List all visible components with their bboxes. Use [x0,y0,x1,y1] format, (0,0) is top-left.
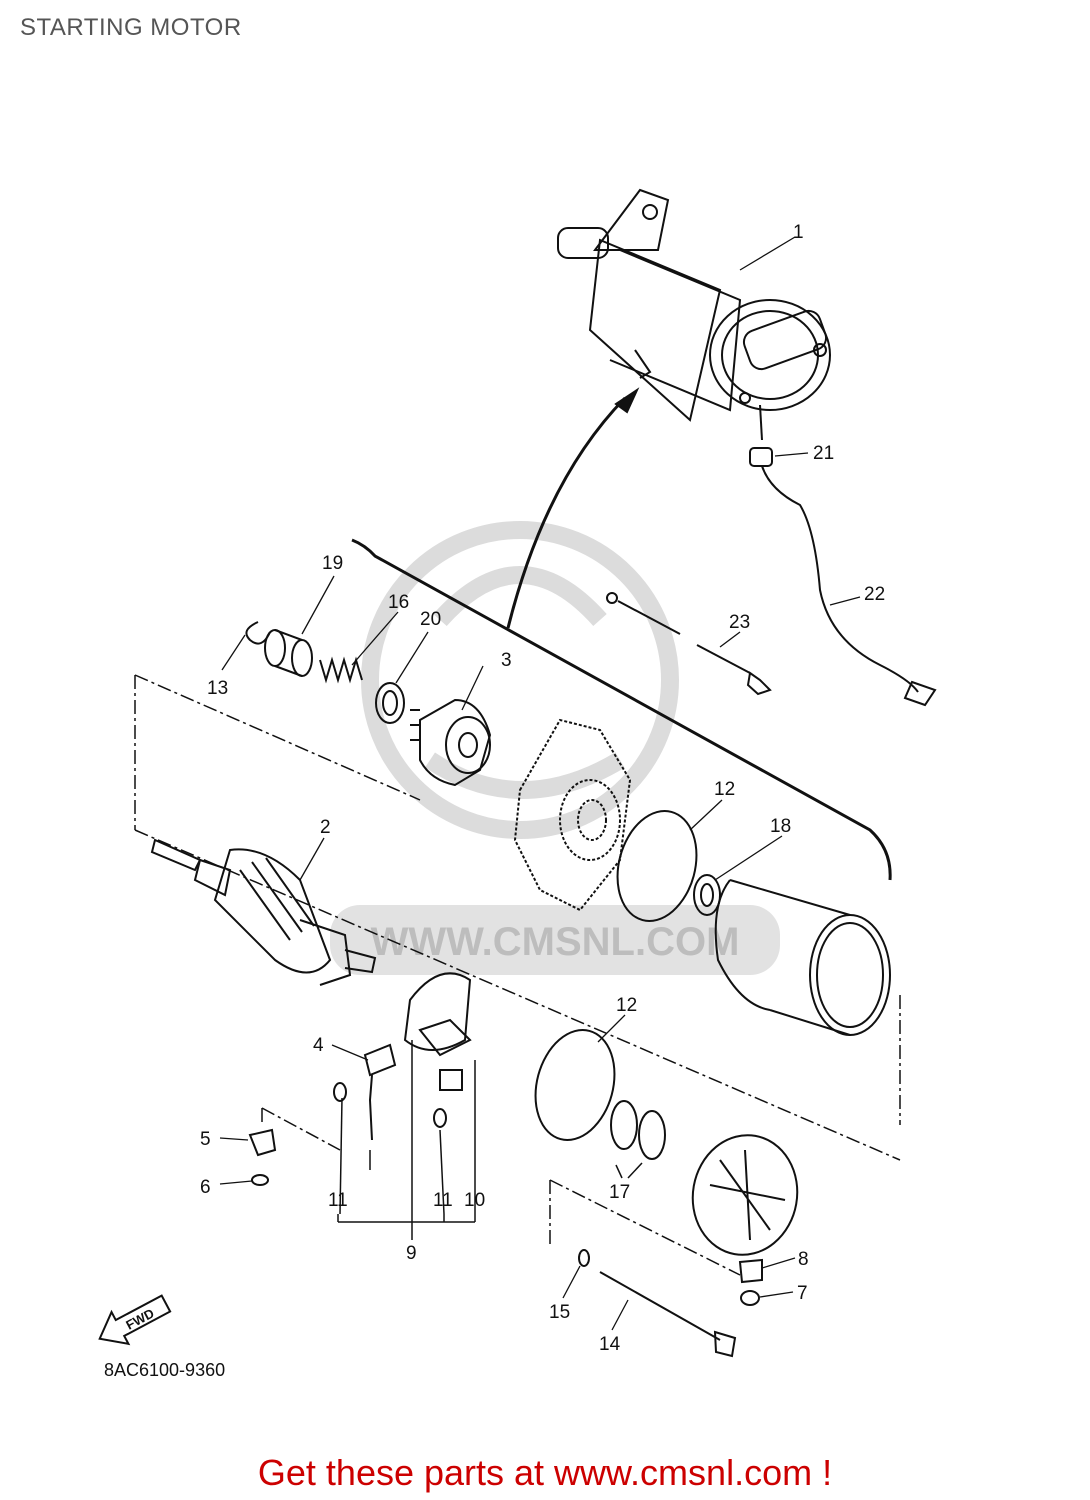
alignment-lines [134,674,901,1276]
washer-set [610,1100,666,1160]
watermark-logo [361,521,679,839]
armature [150,838,377,986]
assembly-arrow [506,387,640,629]
spring [319,656,363,684]
watermark-banner: WWW.CMSNL.COM [330,905,780,975]
washer-20 [375,682,405,724]
callout-11a: 11 [328,1190,348,1211]
callout-22: 22 [864,584,885,605]
page-title: STARTING MOTOR [20,14,242,41]
starter-clutch [410,698,492,787]
callout-12b: 12 [616,995,637,1016]
brush-holder [363,972,472,1141]
callout-6: 6 [200,1177,211,1198]
watermark-text: WWW.CMSNL.COM [371,920,740,964]
o-ring-upper [616,810,698,922]
fasteners [248,1082,763,1306]
callout-1: 1 [793,222,804,243]
callout-2: 2 [320,817,331,838]
callout-labels: 1 2 3 4 5 6 7 8 9 10 11 11 12 12 13 14 1… [200,222,885,1355]
callout-16: 16 [388,592,409,613]
callout-11b: 11 [433,1190,453,1211]
group-bracket [351,538,892,881]
washer-18 [693,874,721,916]
lead-wire [749,447,937,707]
collar [264,629,313,677]
rear-cover [691,1134,799,1256]
promo-text: Get these parts at www.cmsnl.com ! [257,1452,833,1493]
callout-18: 18 [770,816,791,837]
callout-15: 15 [549,1302,570,1323]
group-9-bracket [337,1040,643,1240]
through-bolt [578,1249,737,1358]
fwd-arrow: FWD [98,1294,172,1346]
callout-20: 20 [420,609,441,630]
ground-wire [606,592,772,696]
leader-lines [219,236,861,1331]
promo-link[interactable]: Get these parts at www.cmsnl.com ! [0,1452,1090,1494]
callout-8: 8 [798,1249,809,1270]
yoke [714,879,891,1036]
callout-5: 5 [200,1129,211,1150]
callout-10: 10 [464,1190,485,1211]
starting-motor-assembly [557,188,831,441]
callout-23: 23 [729,612,750,633]
o-ring-lower [534,1029,616,1141]
callout-17: 17 [609,1182,630,1203]
callout-13: 13 [207,678,228,699]
callout-9: 9 [406,1243,417,1264]
callout-4: 4 [313,1035,324,1056]
callout-7: 7 [797,1283,808,1304]
callout-14: 14 [599,1334,621,1355]
diagram-part-number: 8AC6100-9360 [104,1360,226,1380]
callout-3: 3 [501,650,512,671]
callout-19: 19 [322,553,343,574]
callout-21: 21 [813,443,834,464]
callout-12a: 12 [714,779,735,800]
